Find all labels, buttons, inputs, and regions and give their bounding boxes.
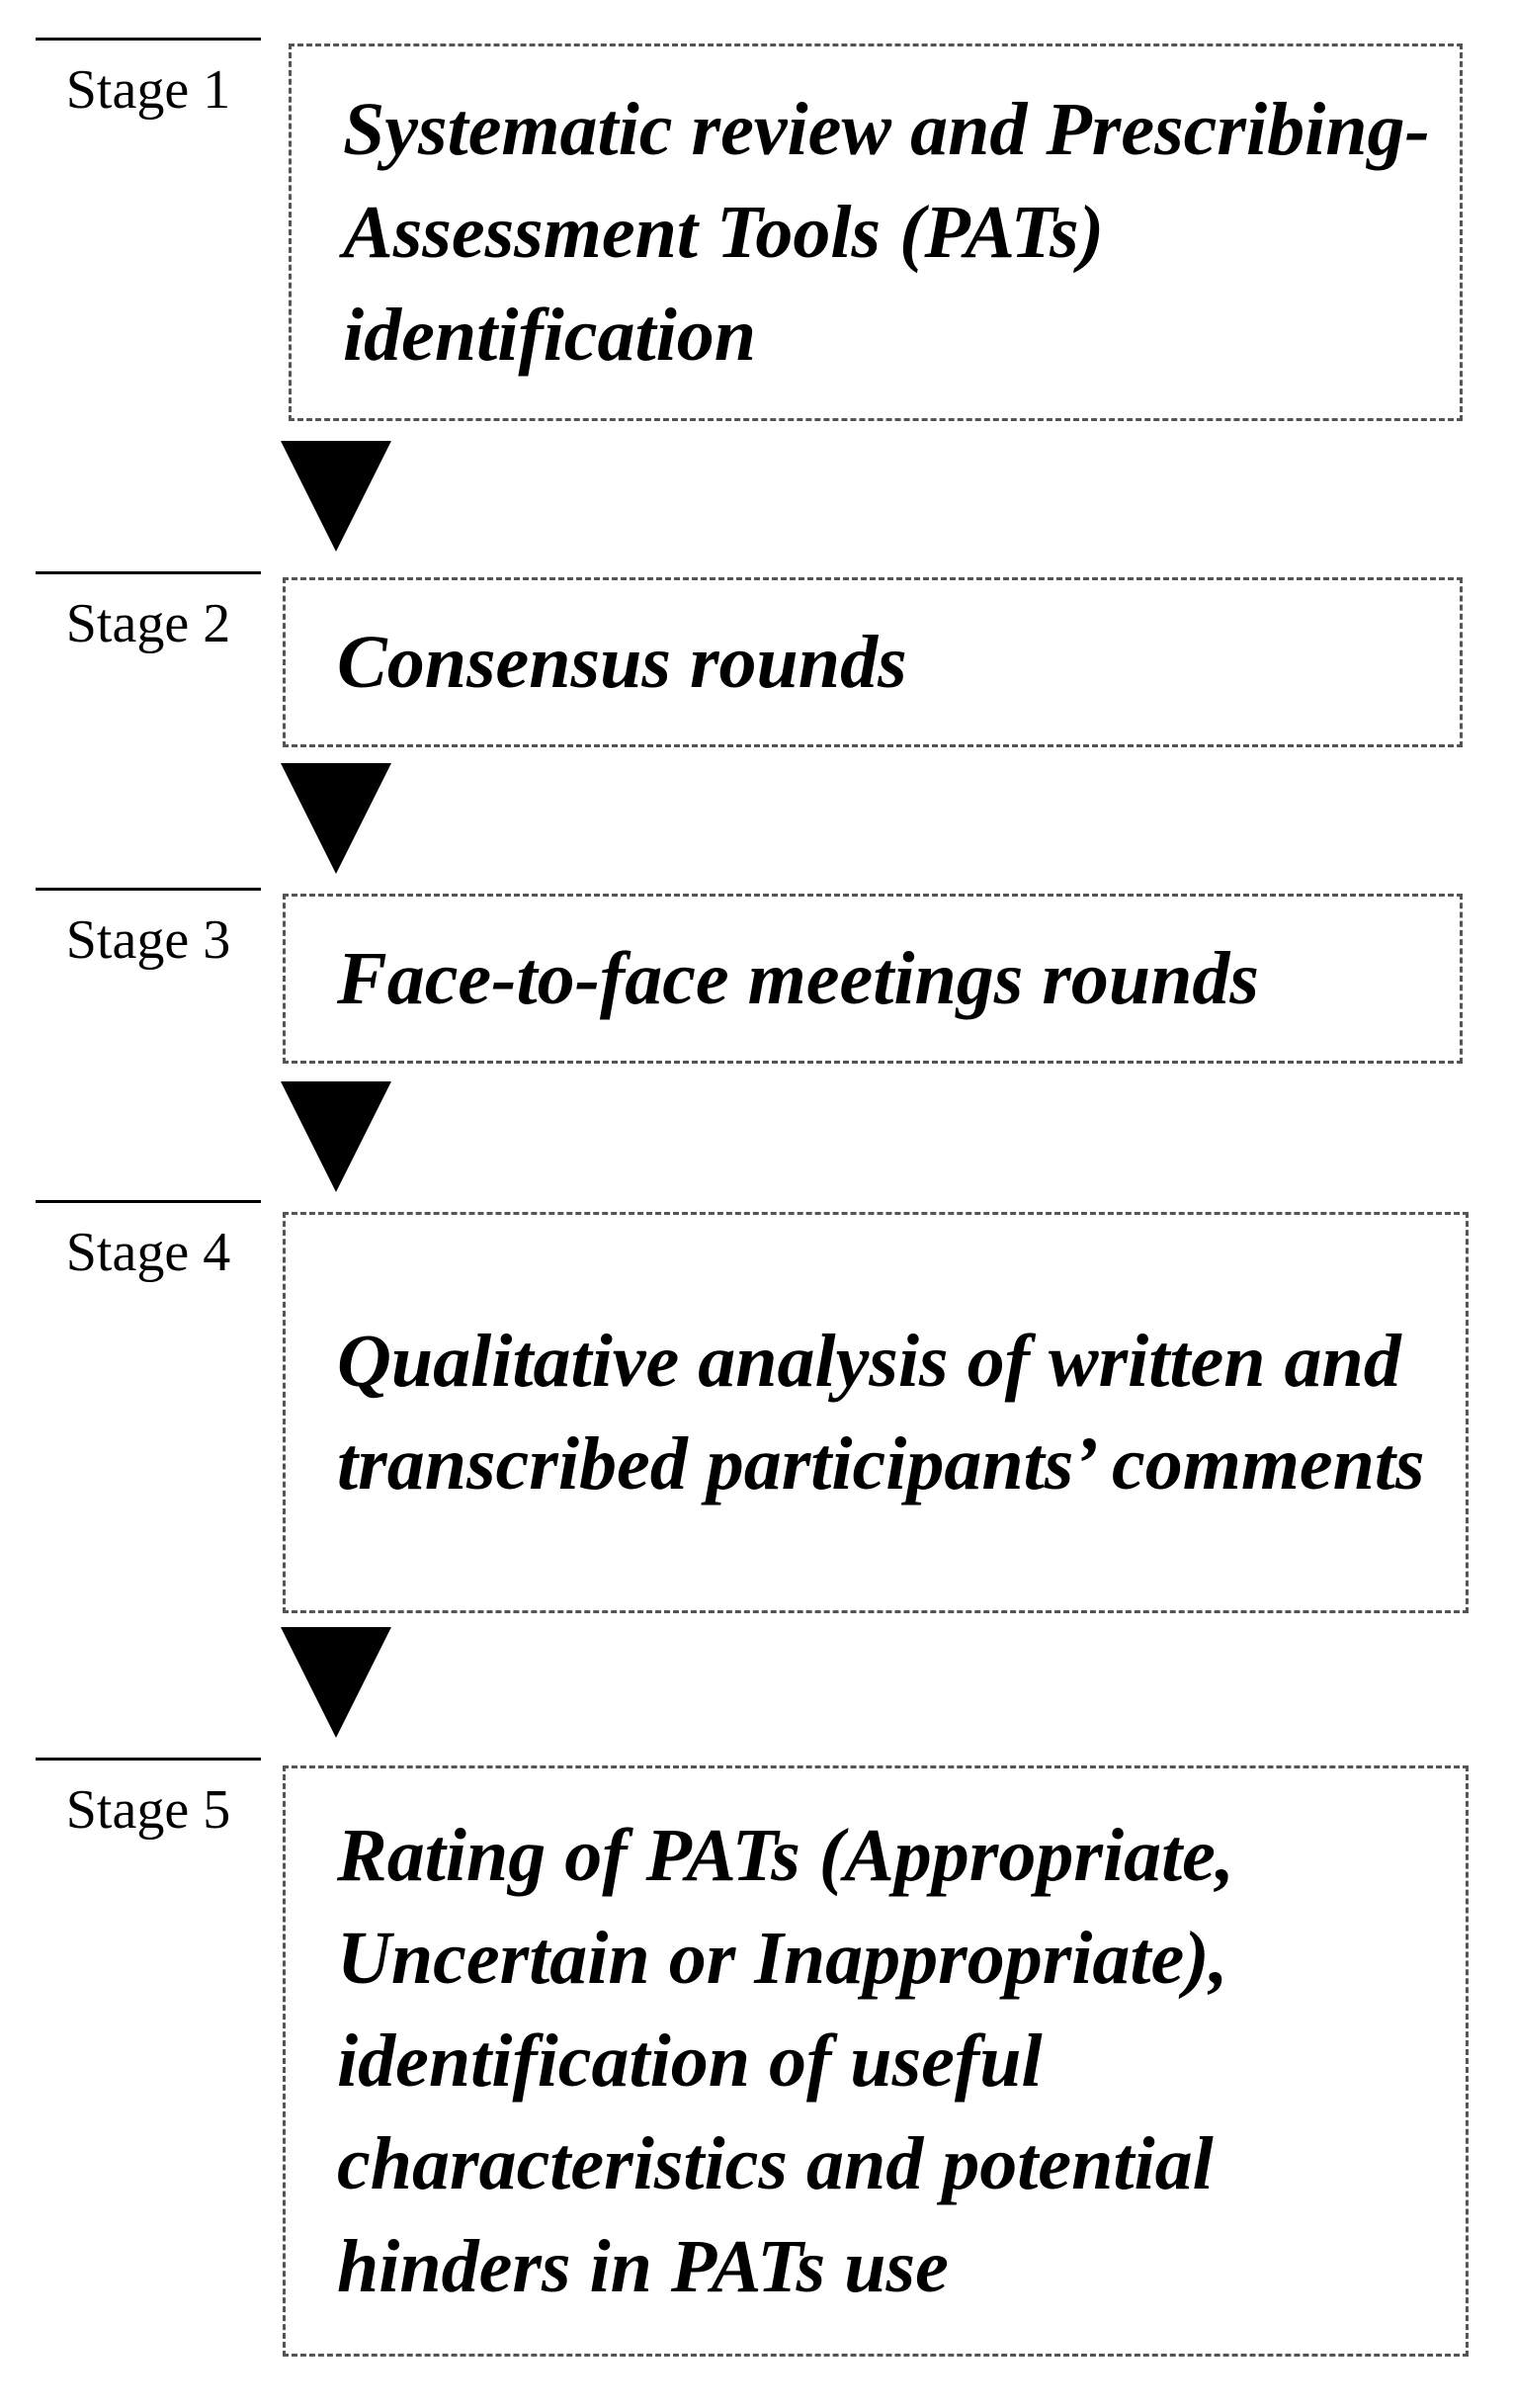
down-arrow-3 xyxy=(281,1081,391,1192)
stage-4-box: Qualitative analysis of written and tran… xyxy=(283,1212,1469,1613)
stage-2-box: Consensus rounds xyxy=(283,577,1463,747)
stage-5-label: Stage 5 xyxy=(36,1758,261,1842)
stage-3-text: Face-to-face meetings rounds xyxy=(337,937,1260,1020)
stage-1-box: Systematic review and Prescribing-Assess… xyxy=(289,43,1463,421)
stage-3-box: Face-to-face meetings rounds xyxy=(283,894,1463,1064)
down-arrow-4 xyxy=(281,1627,391,1738)
stage-5-text: Rating of PATs (Appropriate, Uncertain o… xyxy=(337,1814,1234,2308)
stage-3-label: Stage 3 xyxy=(36,888,261,972)
stage-4-label: Stage 4 xyxy=(36,1200,261,1284)
down-arrow-2 xyxy=(281,763,391,874)
stage-4-text: Qualitative analysis of written and tran… xyxy=(337,1320,1425,1505)
stage-1-label: Stage 1 xyxy=(36,38,261,122)
stage-2-label: Stage 2 xyxy=(36,571,261,655)
stage-5-box: Rating of PATs (Appropriate, Uncertain o… xyxy=(283,1765,1469,2357)
stage-1-text: Systematic review and Prescribing-Assess… xyxy=(343,88,1430,377)
down-arrow-1 xyxy=(281,441,391,552)
stage-2-text: Consensus rounds xyxy=(337,621,907,704)
